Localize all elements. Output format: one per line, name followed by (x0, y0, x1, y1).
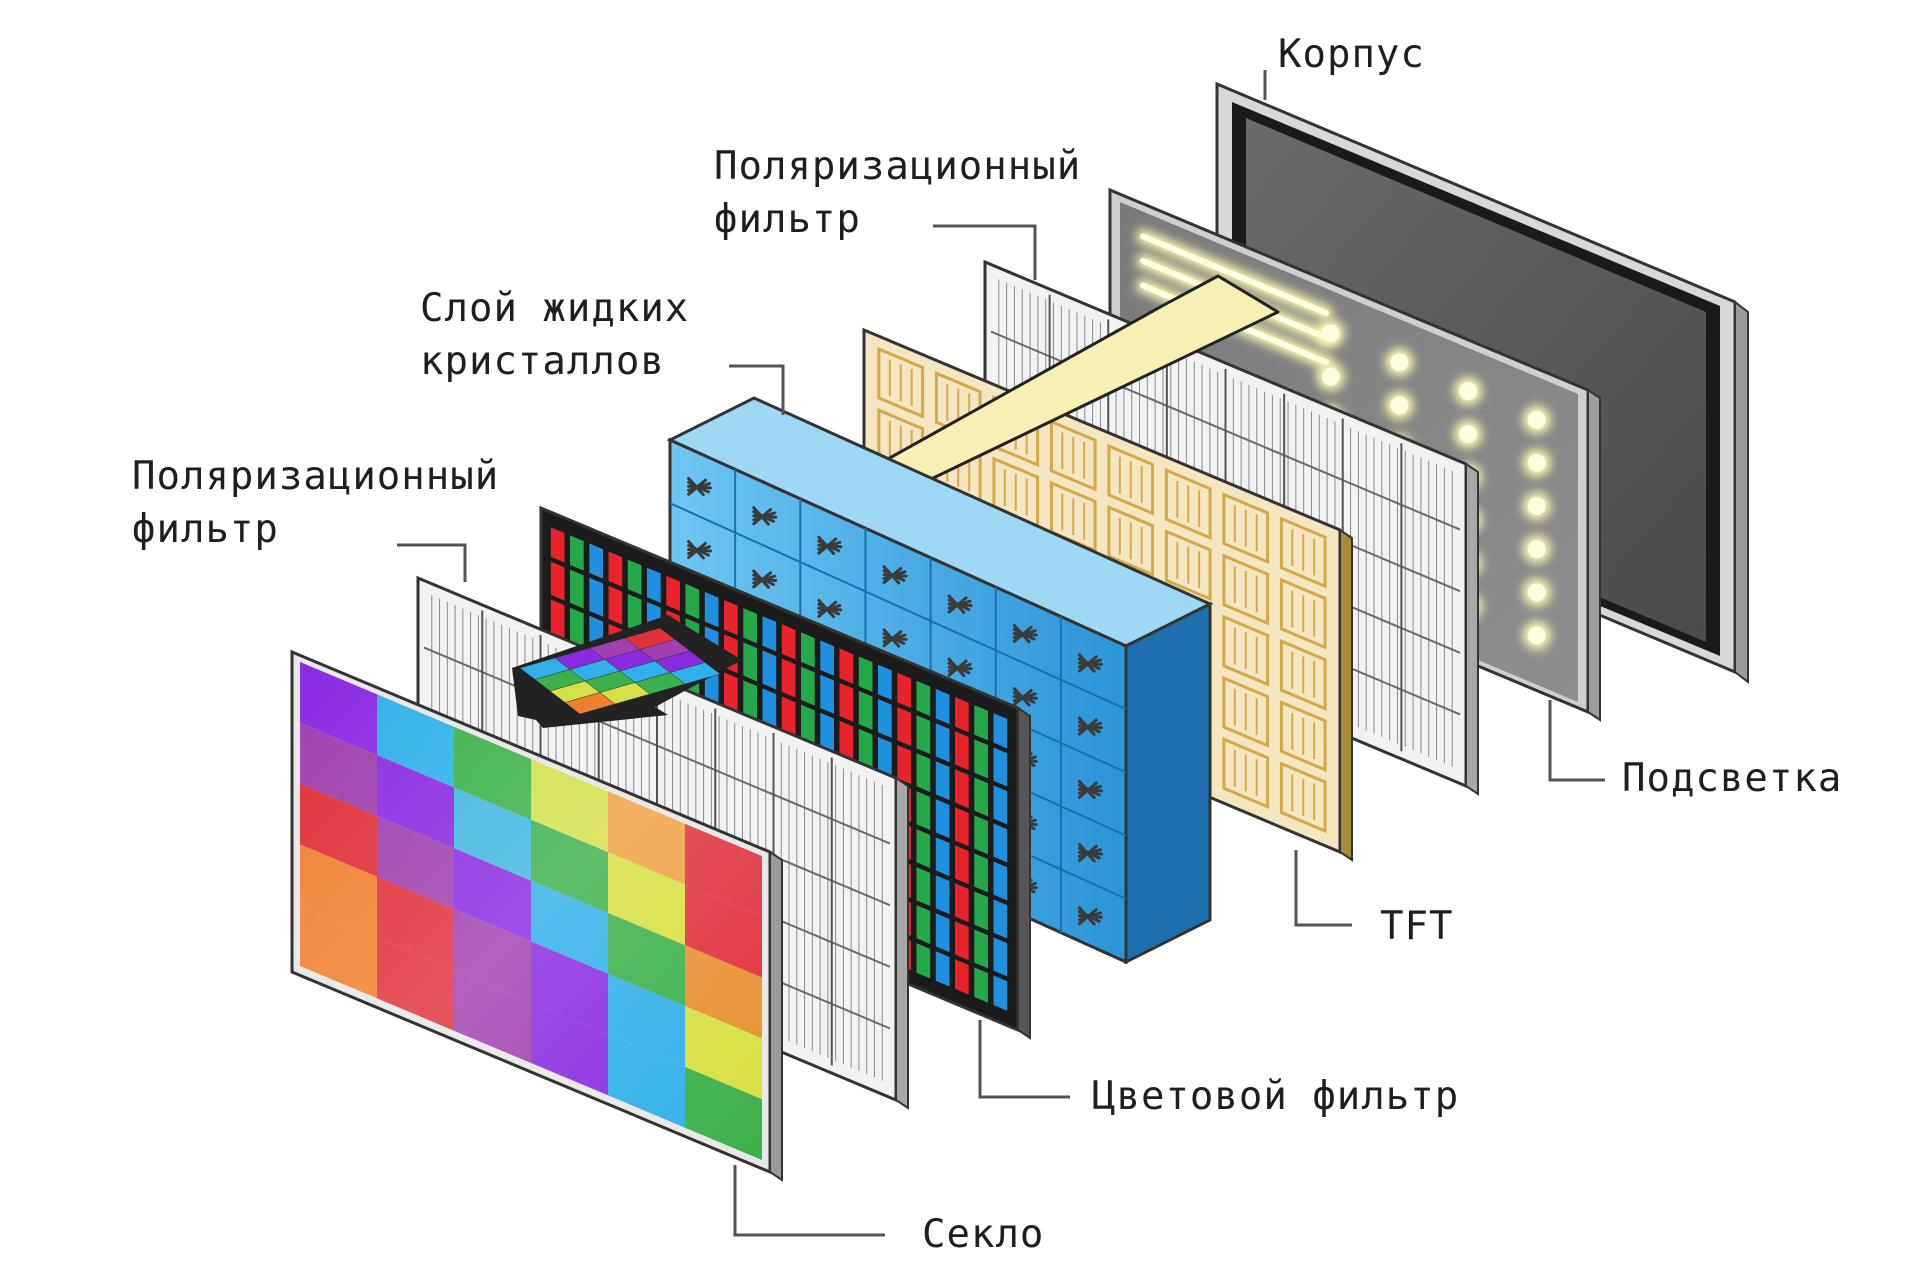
lc-molecule (752, 506, 770, 526)
leader-backlight (1548, 700, 1605, 782)
backlight-led (1459, 425, 1478, 444)
lc-molecule (1077, 653, 1096, 673)
label-front-polarizer-line2: фильтр (132, 507, 279, 552)
tft-cell (1222, 614, 1270, 687)
label-lc-layer-line1: Слой жидких (420, 286, 690, 331)
lc-molecule (1012, 687, 1031, 707)
tft-cell (1164, 468, 1212, 540)
label-tft: TFT (1380, 904, 1454, 949)
lc-molecule (1012, 623, 1031, 644)
lc-molecule (817, 535, 836, 556)
tft-cell (1164, 529, 1212, 602)
lc-molecule (947, 657, 966, 678)
label-glass: Секло (922, 1212, 1045, 1257)
leader-tft (1294, 850, 1352, 927)
backlight-led (1390, 353, 1409, 372)
backlight-led (1459, 382, 1478, 401)
tft-cell (1279, 516, 1327, 589)
tft-cell (1107, 504, 1155, 577)
backlight-led (1527, 497, 1546, 516)
lc-molecule (817, 598, 836, 619)
lc-molecule (687, 476, 705, 497)
backlight-led (1321, 324, 1340, 343)
backlight-led (1390, 396, 1409, 415)
label-color-filter: Цветовой фильтр (1092, 1074, 1460, 1119)
tft-cell (1049, 419, 1097, 492)
tft-cell (1222, 737, 1270, 809)
tft-cell (1107, 443, 1155, 516)
tft-cell (1049, 480, 1097, 553)
label-back-polarizer-line2: фильтр (714, 197, 861, 242)
tft-cell (877, 346, 925, 419)
tft-cell (1279, 700, 1327, 773)
leader-lines (397, 70, 1605, 1237)
label-lc-layer: Слой жидких кристаллов (420, 282, 689, 388)
tft-cell (1222, 492, 1270, 565)
front-glass-layer (290, 649, 783, 1182)
label-back-polarizer-line1: Поляризационный (714, 144, 1082, 189)
lc-cell-divider (669, 502, 1127, 711)
color-output-arrow (512, 615, 742, 728)
backlight-led (1321, 367, 1340, 386)
label-lc-layer-line2: кристаллов (420, 339, 665, 384)
tft-cell (1222, 675, 1270, 748)
lc-molecule (687, 540, 705, 560)
backlight-led (1527, 626, 1546, 645)
lc-molecule (1077, 716, 1096, 736)
backlight-led (1527, 583, 1546, 602)
tft-cell (1279, 638, 1327, 711)
lc-molecule (882, 565, 901, 585)
lc-molecule (1077, 906, 1096, 926)
backlight-led (1527, 540, 1546, 559)
color-arrow-mosaic (519, 627, 721, 715)
backlight-tube (1139, 233, 1330, 317)
leader-glass (733, 1165, 885, 1237)
label-housing: Корпус (1278, 32, 1425, 77)
black-matrix-row (548, 555, 1010, 755)
tft-cell (1222, 553, 1270, 626)
leader-back-polarizer (933, 224, 1037, 280)
lc-molecule (1077, 842, 1096, 863)
tft-cell (1279, 577, 1327, 650)
label-front-polarizer: Поляризационный фильтр (132, 450, 499, 556)
lc-molecule (947, 594, 966, 614)
label-backlight: Подсветка (1622, 756, 1843, 801)
label-front-polarizer-line1: Поляризационный (132, 454, 500, 499)
lc-molecule (752, 569, 770, 589)
tft-cell (1279, 761, 1327, 834)
backlight-led (1527, 410, 1546, 429)
backlight-led (1527, 453, 1546, 472)
lc-molecule (882, 628, 901, 648)
leader-lc (729, 364, 785, 415)
lc-molecule (1077, 779, 1096, 800)
label-back-polarizer: Поляризационный фильтр (714, 140, 1081, 246)
leader-front-polarizer (397, 543, 467, 582)
arrow-mosaic-cell (669, 662, 721, 685)
leader-color-filter (978, 1020, 1070, 1099)
